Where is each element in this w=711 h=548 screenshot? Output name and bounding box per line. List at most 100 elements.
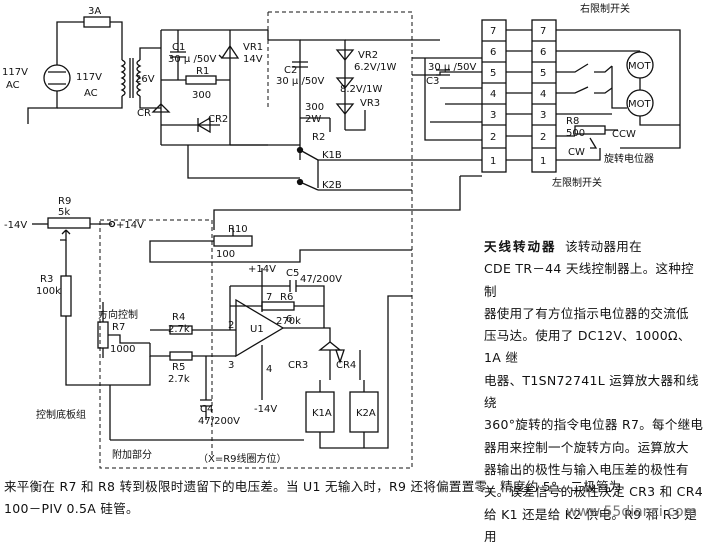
svg-text:CR2: CR2: [208, 114, 228, 125]
svg-text:VR2: VR2: [358, 50, 378, 61]
svg-text:500: 500: [566, 128, 585, 139]
connector-pin-1: 1: [490, 156, 496, 167]
description-line: CDE TR－44 天线控制器上。这种控制: [484, 261, 694, 299]
svg-text:AC: AC: [6, 80, 20, 91]
harness-wires: [213, 57, 482, 230]
svg-text:左限制开关: 左限制开关: [552, 176, 602, 189]
svg-text:MOT: MOT: [628, 99, 651, 110]
ac-input: [27, 16, 123, 124]
opamp-section: [109, 268, 412, 449]
svg-text:8.2V/1W: 8.2V/1W: [340, 84, 382, 95]
svg-text:VR1: VR1: [243, 42, 263, 53]
description-line: 压马达。使用了 DC12V、1000Ω、1A 继: [484, 328, 691, 366]
svg-text:117V: 117V: [2, 67, 28, 78]
schematic: 3A 117V AC 117V AC 26V CR C1 30 μ /50V V…: [2, 2, 681, 469]
svg-text:C4: C4: [200, 404, 213, 415]
svg-text:4: 4: [266, 364, 272, 375]
svg-text:47/200V: 47/200V: [198, 416, 240, 427]
svg-text:C1: C1: [172, 42, 185, 53]
connector-pin-3: 3: [490, 110, 496, 121]
description-first: 该转动器用在: [565, 239, 642, 254]
relay-contacts: [187, 144, 412, 191]
connector-pin-4: 4: [490, 89, 496, 100]
svg-text:47/200V: 47/200V: [300, 274, 342, 285]
svg-text:（X=R9线圈方位）: （X=R9线圈方位）: [198, 452, 287, 465]
svg-text:R2: R2: [312, 132, 325, 143]
svg-text:K1B: K1B: [322, 150, 342, 161]
schematic-labels: 3A 117V AC 117V AC 26V CR C1 30 μ /50V V…: [2, 2, 654, 465]
resistor-r10: [149, 228, 412, 263]
svg-text:C5: C5: [286, 268, 299, 279]
connector-pin-1: 1: [540, 156, 546, 167]
svg-text:CR3: CR3: [288, 360, 308, 371]
svg-text:2.7k: 2.7k: [168, 374, 190, 385]
svg-text:附加部分: 附加部分: [112, 448, 152, 461]
resistor-r1: [161, 75, 230, 85]
bottom-line: 100－PIV 0.5A 硅管。: [4, 501, 139, 516]
diode-cr2: [161, 116, 220, 134]
motor-section: [556, 29, 681, 161]
svg-text:117V: 117V: [76, 72, 102, 83]
connector-pin-6: 6: [490, 47, 496, 58]
svg-text:300: 300: [305, 102, 324, 113]
svg-text:CR4: CR4: [336, 360, 356, 371]
label-fuse: 3A: [88, 6, 101, 17]
svg-text:26V: 26V: [135, 74, 155, 85]
svg-text:CW: CW: [568, 147, 585, 158]
watermark: www.55dianzi.com: [566, 504, 698, 520]
connector-left: [481, 19, 507, 173]
direction-pot-r7: [97, 302, 150, 358]
svg-text:VR3: VR3: [360, 98, 380, 109]
svg-text:AC: AC: [84, 88, 98, 99]
svg-text:300: 300: [192, 90, 211, 101]
bottom-text: 来平衡在 R7 和 R8 转到极限时遗留下的电压差。当 U1 无输入时，R9 还…: [4, 476, 704, 520]
connector-pin-7: 7: [540, 26, 546, 37]
svg-text:K2B: K2B: [322, 180, 342, 191]
svg-text:MOT: MOT: [628, 61, 651, 72]
svg-text:R3: R3: [40, 274, 53, 285]
description-title: 天线转动器: [484, 239, 557, 254]
svg-text:K1A: K1A: [312, 408, 332, 419]
connector-pin-5: 5: [540, 68, 546, 79]
description-line: 器使用了有方位指示电位器的交流低: [484, 305, 689, 321]
svg-text:7: 7: [266, 292, 272, 303]
svg-text:2W: 2W: [305, 114, 321, 125]
svg-text:2: 2: [228, 320, 234, 331]
transformer: [120, 47, 161, 109]
power-rails: [160, 29, 269, 146]
connector-pin-4: 4: [540, 89, 546, 100]
svg-text:C2: C2: [284, 65, 297, 76]
description-line: 360°旋转的指令电位器 R7。每个继电: [484, 417, 704, 433]
svg-text:R5: R5: [172, 362, 185, 373]
svg-text:+14V: +14V: [116, 220, 144, 231]
description-line: 器用来控制一个旋转方向。运算放大: [484, 439, 689, 455]
svg-text:CR: CR: [137, 108, 151, 119]
svg-text:2.7k: 2.7k: [168, 324, 190, 335]
svg-text:R9: R9: [58, 196, 71, 207]
connector-pin-2: 2: [490, 132, 496, 143]
svg-text:6: 6: [286, 314, 292, 325]
svg-text:270k: 270k: [276, 316, 301, 327]
svg-text:K2A: K2A: [356, 408, 376, 419]
svg-text:右限制开关: 右限制开关: [580, 2, 630, 15]
connector-pin-2: 2: [540, 132, 546, 143]
svg-text:U1: U1: [250, 324, 264, 335]
svg-text:30 μ /50V: 30 μ /50V: [168, 54, 217, 65]
connector-pin-3: 3: [540, 110, 546, 121]
svg-text:-14V: -14V: [254, 404, 277, 415]
description-line: 器输出的极性与输入电压差的极性有: [484, 461, 689, 477]
svg-text:R6: R6: [280, 292, 293, 303]
connector-pin-5: 5: [490, 68, 496, 79]
svg-text:100: 100: [216, 249, 235, 260]
connector-right: [506, 19, 557, 173]
svg-text:100k: 100k: [36, 286, 61, 297]
svg-text:R1: R1: [196, 66, 209, 77]
connector-pin-6: 6: [540, 47, 546, 58]
svg-text:R4: R4: [172, 312, 185, 323]
bottom-line: 来平衡在 R7 和 R8 转到极限时遗留下的电压差。当 U1 无输入时，R9 还…: [4, 479, 622, 494]
svg-text:30 μ /50V: 30 μ /50V: [276, 76, 325, 87]
svg-text:30 μ /50V: 30 μ /50V: [428, 62, 477, 73]
svg-text:方向控制: 方向控制: [98, 308, 138, 321]
svg-text:6.2V/1W: 6.2V/1W: [354, 62, 396, 73]
